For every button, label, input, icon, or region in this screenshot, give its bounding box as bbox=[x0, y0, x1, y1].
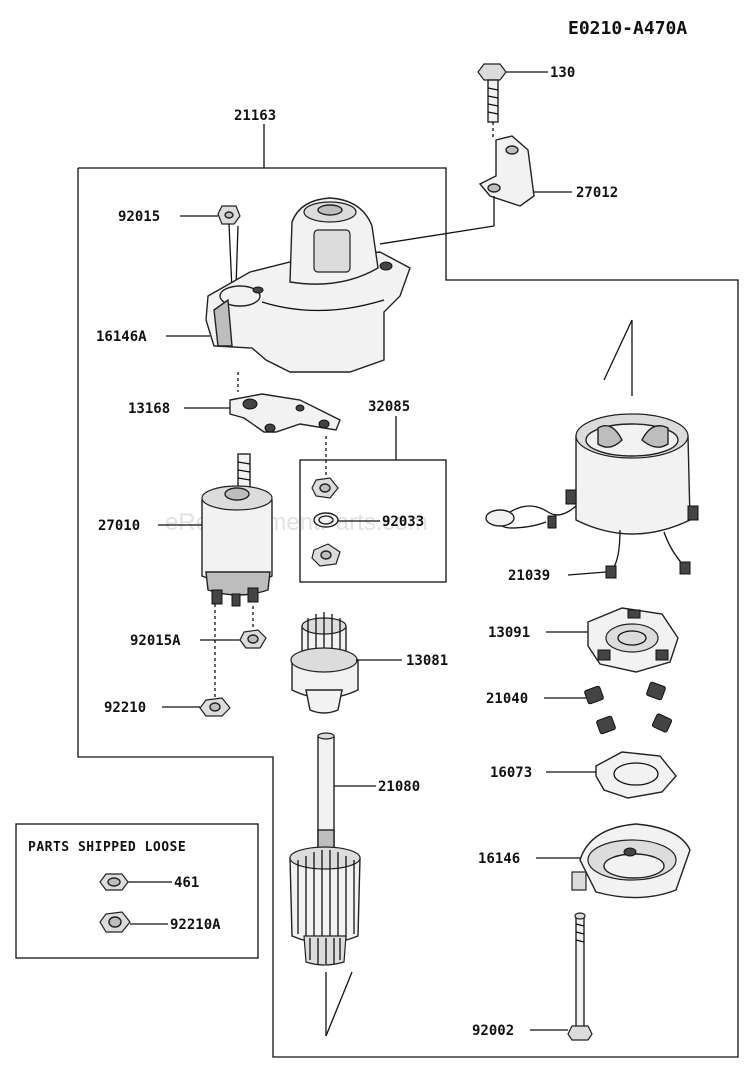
box-32085 bbox=[299, 459, 447, 583]
part-16146a-housing[interactable] bbox=[205, 197, 411, 373]
part-16073-plate[interactable] bbox=[595, 751, 677, 799]
label-461: 461 bbox=[174, 875, 199, 891]
part-13081-pinion[interactable] bbox=[290, 612, 359, 714]
label-92210a: 92210A bbox=[170, 917, 221, 933]
label-21040: 21040 bbox=[486, 691, 528, 707]
label-21080: 21080 bbox=[378, 779, 420, 795]
part-92210a-nut[interactable] bbox=[99, 911, 131, 933]
label-13168: 13168 bbox=[128, 401, 170, 417]
part-92033-set[interactable] bbox=[311, 477, 341, 567]
part-461-nut[interactable] bbox=[99, 873, 129, 891]
part-21080-armature[interactable] bbox=[289, 732, 361, 966]
label-130: 130 bbox=[550, 65, 575, 81]
axis-21080-b bbox=[325, 971, 353, 1037]
label-92210: 92210 bbox=[104, 700, 146, 716]
label-27012: 27012 bbox=[576, 185, 618, 201]
part-13168-plate[interactable] bbox=[229, 393, 341, 433]
label-92015a: 92015A bbox=[130, 633, 181, 649]
label-32085: 32085 bbox=[368, 399, 410, 415]
label-92002: 92002 bbox=[472, 1023, 514, 1039]
diagram-code: E0210-A470A bbox=[568, 18, 687, 39]
label-27010: 27010 bbox=[98, 518, 140, 534]
label-21039: 21039 bbox=[508, 568, 550, 584]
label-13081: 13081 bbox=[406, 653, 448, 669]
parts-shipped-loose-box: PARTS SHIPPED LOOSE 461 92210A bbox=[15, 823, 259, 959]
part-16146-cover[interactable] bbox=[571, 823, 691, 899]
leader-92015-axis bbox=[228, 223, 233, 291]
part-92002-bolt[interactable] bbox=[567, 912, 593, 1041]
leader-21039 bbox=[567, 571, 607, 576]
leader-92015-axis-b bbox=[235, 225, 239, 287]
axis-21039-b bbox=[603, 319, 633, 381]
label-13091: 13091 bbox=[488, 625, 530, 641]
part-21040-springs[interactable] bbox=[584, 681, 673, 735]
part-92015-nut[interactable] bbox=[217, 205, 241, 225]
label-21163: 21163 bbox=[234, 108, 276, 124]
part-27012-bracket[interactable] bbox=[478, 135, 535, 207]
assembly-outline bbox=[77, 167, 739, 1058]
loose-box-title: PARTS SHIPPED LOOSE bbox=[28, 840, 186, 855]
part-27010-solenoid[interactable] bbox=[201, 453, 273, 607]
part-130-bolt[interactable] bbox=[477, 63, 507, 123]
part-21039-yoke[interactable] bbox=[485, 413, 699, 579]
label-16146a: 16146A bbox=[96, 329, 147, 345]
part-13091-brush-holder[interactable] bbox=[587, 607, 679, 673]
label-16146: 16146 bbox=[478, 851, 520, 867]
part-92210-nut[interactable] bbox=[199, 697, 231, 717]
leader-27012-to-housing bbox=[379, 225, 495, 245]
label-92015: 92015 bbox=[118, 209, 160, 225]
label-16073: 16073 bbox=[490, 765, 532, 781]
label-92033: 92033 bbox=[382, 514, 424, 530]
part-92015a-nut[interactable] bbox=[239, 629, 267, 649]
